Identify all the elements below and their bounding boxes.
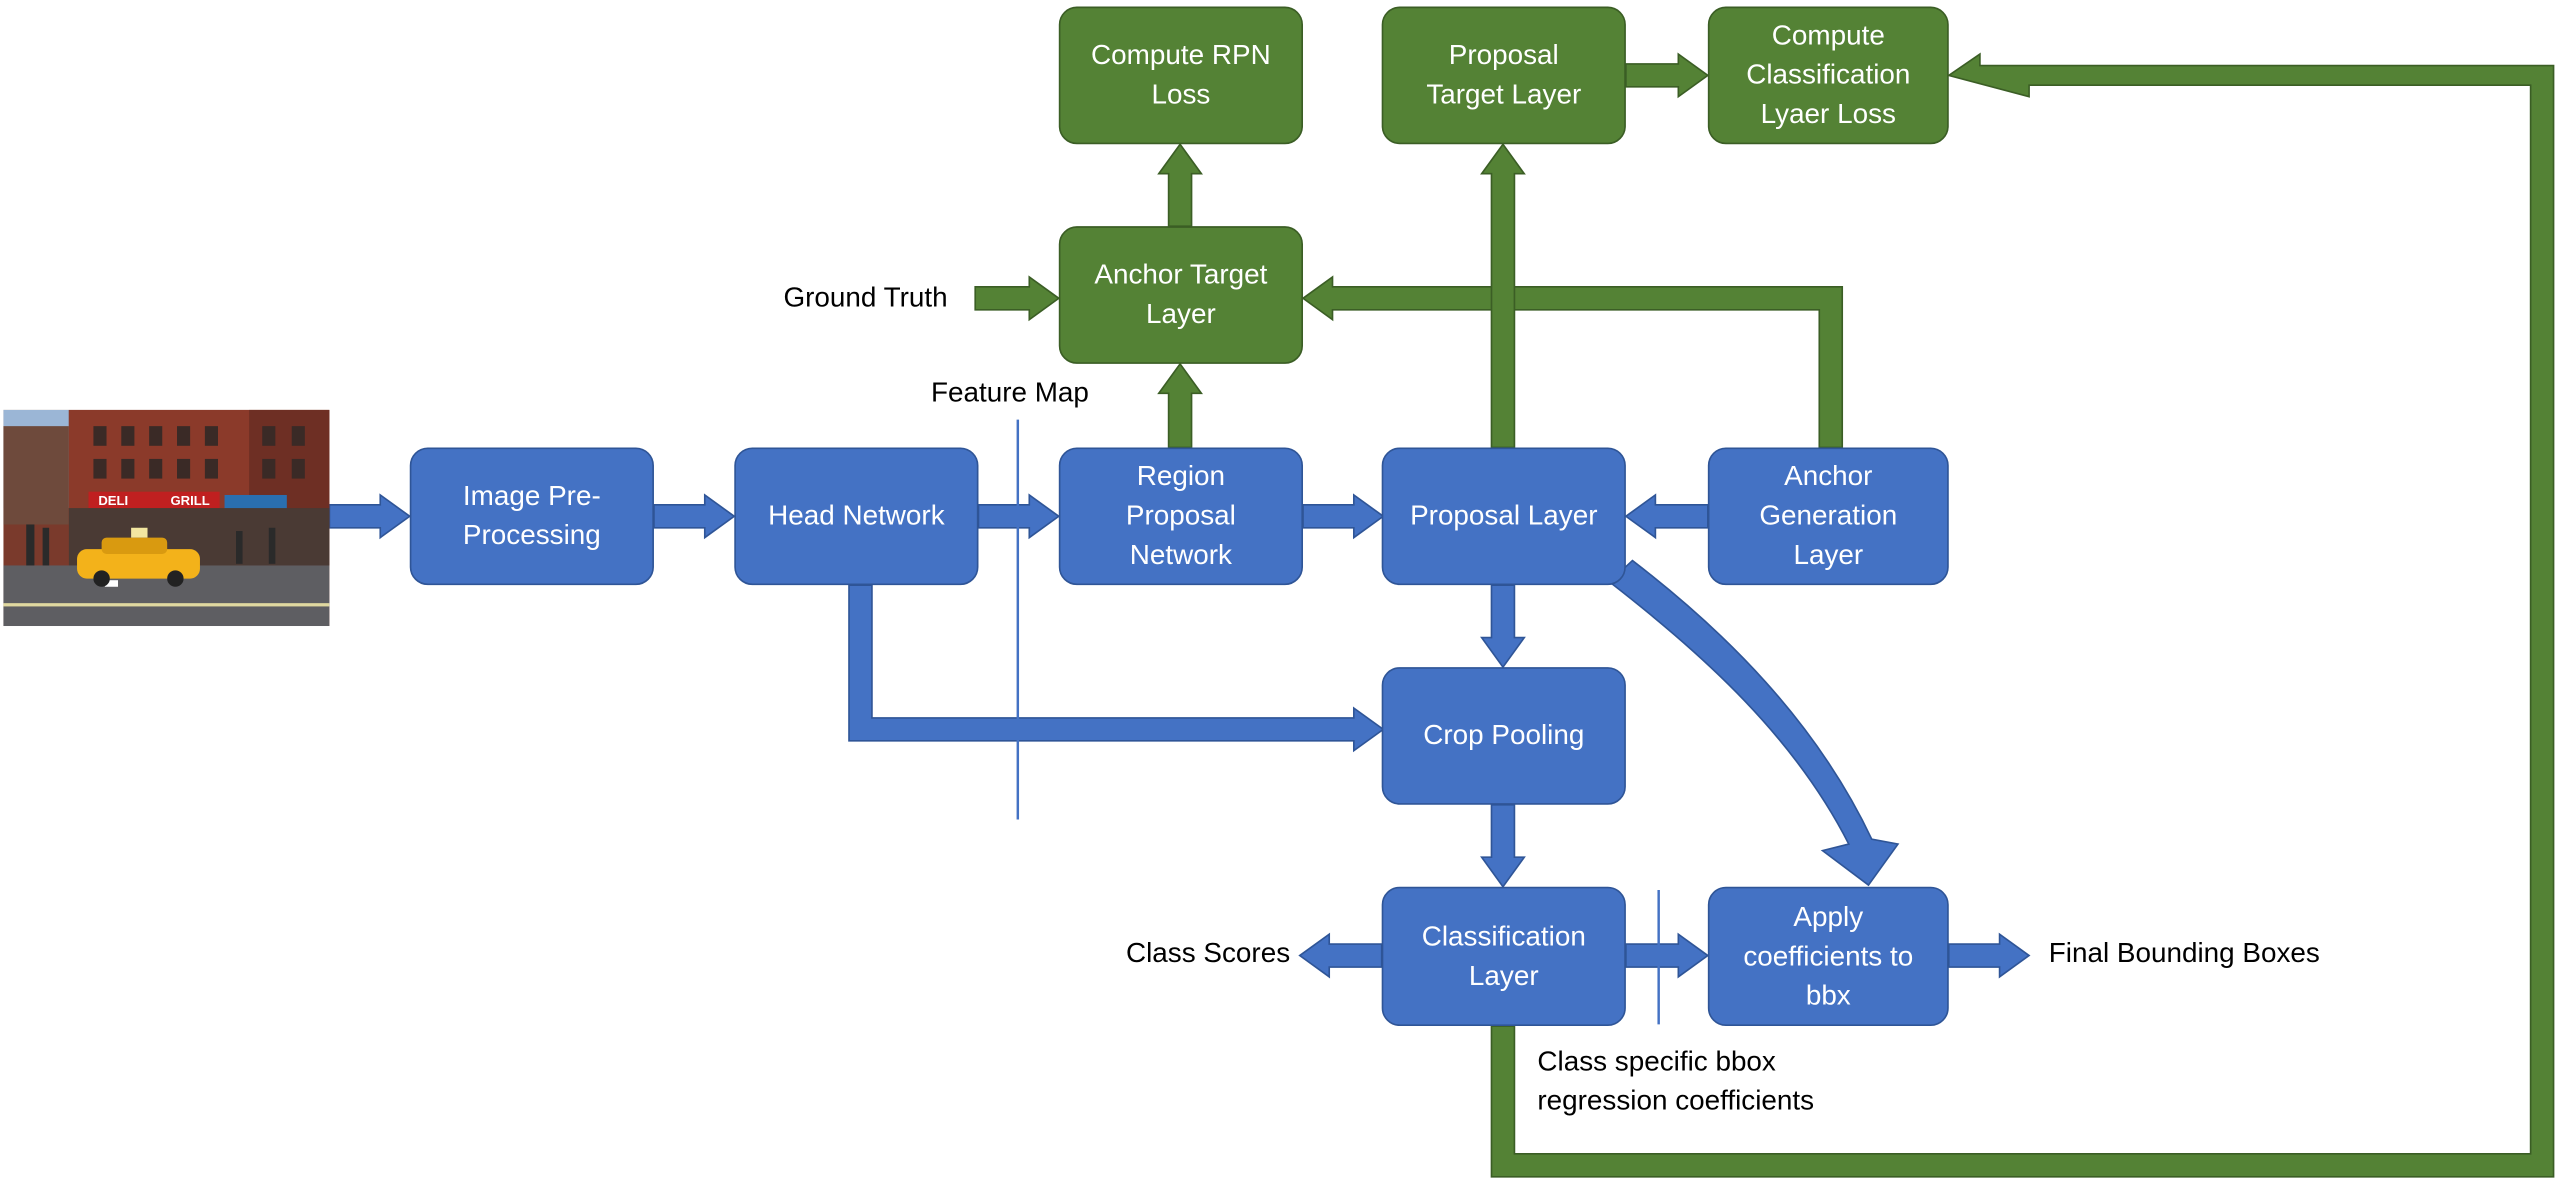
arrow-anchor-target-to-rpn-loss [1157,142,1203,228]
street-photo-illustration: DELI GRILL [3,409,330,627]
arrow-proposal-target-to-cls-loss [1625,52,1710,99]
ground-truth-label: Ground Truth [783,281,948,314]
arrow-proposal-to-proposal-target [1480,142,1526,449]
region-proposal-network-box: Region Proposal Network [1058,447,1304,586]
arrow-proposal-to-apply-curved [1608,559,1900,887]
arrow-classification-to-cls-loss-loop [1490,52,2555,1178]
arrow-head-to-crop-pooling [848,584,1385,753]
sign-deli: DELI [98,493,128,508]
sign-grill: GRILL [170,493,209,508]
apply-coefficients-box: Apply coefficients to bbx [1707,886,1949,1027]
arrow-preprocessing-to-head [653,493,736,540]
compute-rpn-loss-box: Compute RPN Loss [1058,6,1304,145]
class-specific-bbox-label: Class specific bbox regression coefficie… [1537,1045,1815,1117]
input-image: DELI GRILL [3,409,330,627]
arrow-anchorgen-to-anchor-target [1301,275,1844,449]
arrow-image-to-preprocessing [328,493,412,540]
image-preprocessing-box: Image Pre- Processing [409,447,654,586]
compute-classification-loss-box: Compute Classification Lyaer Loss [1707,6,1949,145]
classification-layer-box: Classification Layer [1381,886,1626,1027]
class-scores-label: Class Scores [1125,937,1291,969]
crop-pooling-box: Crop Pooling [1381,667,1626,805]
arrow-classification-to-apply [1625,932,1710,979]
anchor-generation-layer-box: Anchor Generation Layer [1707,447,1949,586]
arrow-rpn-to-proposal [1302,493,1385,540]
proposal-target-layer-box: Proposal Target Layer [1381,6,1626,145]
final-bounding-boxes-label: Final Bounding Boxes [2048,937,2320,969]
feature-map-label: Feature Map [930,376,1089,409]
anchor-target-layer-box: Anchor Target Layer [1058,226,1304,364]
arrow-classification-to-class-scores [1298,932,1383,979]
arrow-apply-to-final-boxes [1947,932,2031,979]
arrow-ground-truth-to-anchor-target [974,275,1061,322]
head-network-box: Head Network [734,447,979,586]
arrow-anchorgen-to-proposal [1624,493,1709,540]
taxi-icon [77,527,200,587]
proposal-layer-box: Proposal Layer [1381,447,1626,586]
arrow-rpn-to-anchor-target [1157,362,1203,449]
arrow-crop-to-classification [1480,803,1526,889]
arrow-proposal-to-crop-pooling [1480,584,1526,669]
